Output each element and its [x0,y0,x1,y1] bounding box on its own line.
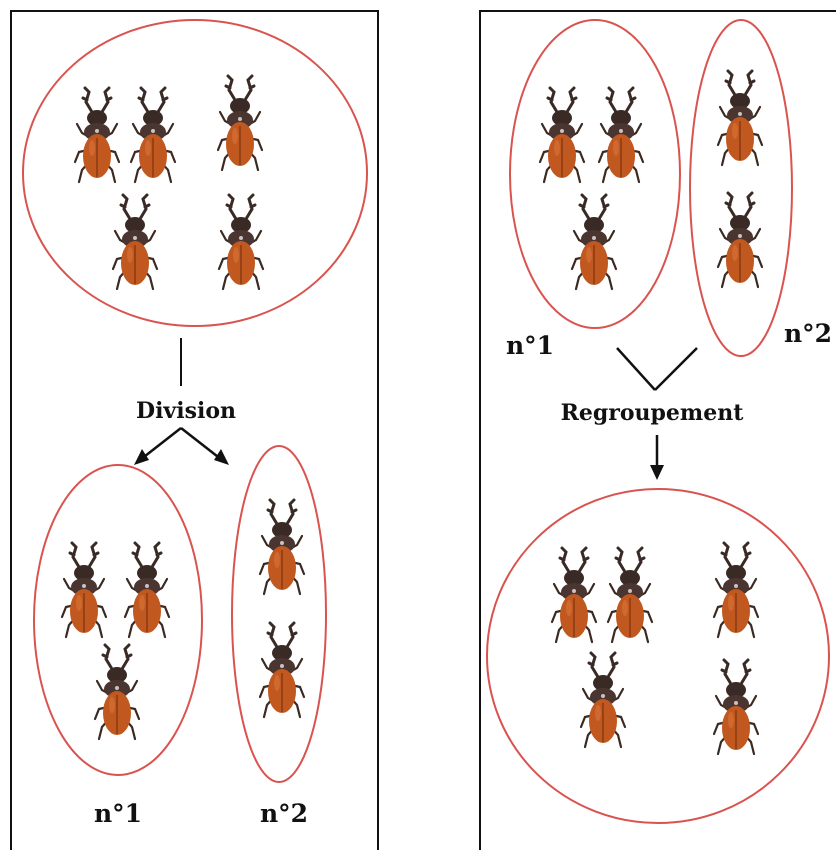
regroupement-label: Regroupement [561,400,745,426]
merge-lines [616,347,698,391]
arrow-icon [134,449,149,465]
beetle-icon [570,193,618,291]
left-group1-ellipse [33,464,203,776]
right-panel-frame [479,10,836,850]
beetle-icon [111,193,159,291]
right-group2-label: n°2 [784,319,832,348]
beetle-icon [258,498,306,596]
arrow-icon [214,449,229,465]
left-panel-frame [10,10,379,850]
beetle-icon [73,86,121,184]
left-group1-label: n°1 [94,799,142,828]
beetle-icon [712,658,760,756]
beetle-icon [606,546,654,644]
left-group2-ellipse [231,445,327,783]
beetle-icon [538,86,586,184]
right-group2-ellipse [689,19,793,357]
beetle-icon [129,86,177,184]
beetle-icon [258,621,306,719]
right-group1-ellipse [509,19,681,329]
arrow-icon [139,427,223,461]
left-group2-label: n°2 [260,799,308,828]
beetle-icon [579,651,627,749]
beetle-icon [716,69,764,167]
beetle-icon [217,193,265,291]
beetle-icon [123,541,171,639]
beetle-icon [550,546,598,644]
left-combined-group-ellipse [22,19,368,327]
beetle-icon [712,541,760,639]
beetle-icon [216,74,264,172]
beetle-icon [60,541,108,639]
right-group1-label: n°1 [506,331,554,360]
division-label: Division [136,398,236,424]
beetle-icon [716,191,764,289]
beetle-icon [597,86,645,184]
beetle-icon [93,643,141,741]
right-combined-group-ellipse [486,488,830,824]
arrow-icon [650,465,664,480]
